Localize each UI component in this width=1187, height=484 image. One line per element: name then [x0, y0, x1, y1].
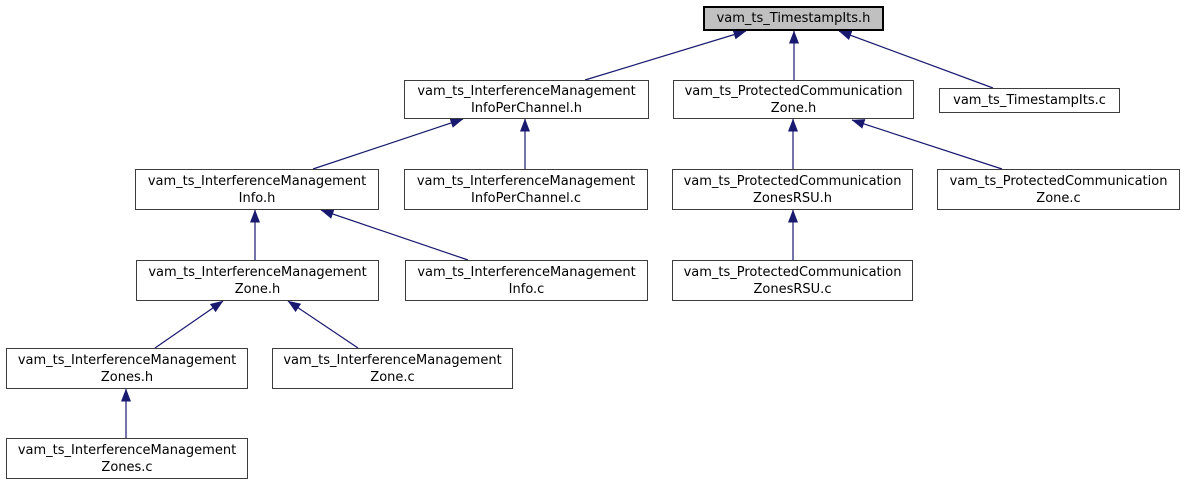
graph-node-label: Zone.c: [1036, 190, 1081, 206]
graph-node-label: vam_ts_TimestampIts.c: [953, 93, 1106, 108]
include-edge-vam_ts_ProtectedCommunicationZone_c--vam_ts_ProtectedCommunicationZone_h: [851, 119, 1003, 170]
graph-node-vam_ts_TimestampIts_h[interactable]: vam_ts_TimestampIts.h: [703, 6, 884, 31]
graph-node-label: Zones.h: [100, 369, 154, 385]
graph-node-label: InfoPerChannel.h: [470, 100, 583, 116]
graph-node-label: vam_ts_TimestampIts.h: [716, 11, 871, 26]
graph-node-label: Zones.c: [101, 459, 153, 475]
graph-node-label: ZonesRSU.h: [752, 190, 833, 206]
graph-node-label: vam_ts_ProtectedCommunication: [949, 173, 1168, 189]
include-edge-vam_ts_InterferenceManagementInfoPerChannel_h--vam_ts_TimestampIts_h: [584, 29, 747, 81]
graph-node-label: Zone.h: [770, 100, 817, 116]
include-edge-vam_ts_InterferenceManagementInfo_h--vam_ts_InterferenceManagementInfoPerChannel_h: [312, 118, 464, 170]
graph-node-label: vam_ts_InterferenceManagement: [17, 352, 237, 368]
graph-node-label: Info.h: [238, 190, 276, 206]
graph-node-label: vam_ts_InterferenceManagement: [417, 264, 636, 280]
graph-node-label: vam_ts_InterferenceManagement: [417, 83, 636, 99]
graph-node-label: InfoPerChannel.c: [471, 190, 581, 206]
graph-node-label: vam_ts_ProtectedCommunication: [683, 264, 902, 280]
graph-node-label: vam_ts_InterferenceManagement: [147, 173, 367, 189]
graph-node-label: vam_ts_ProtectedCommunication: [684, 83, 903, 99]
graph-node-label: vam_ts_InterferenceManagement: [17, 442, 237, 458]
include-edge-vam_ts_InterferenceManagementInfo_c--vam_ts_InterferenceManagementInfo_h: [320, 209, 469, 261]
graph-node-label: ZonesRSU.c: [753, 281, 832, 297]
graph-node-label: Info.c: [508, 281, 545, 297]
graph-node-vam_ts_TimestampIts_c[interactable]: vam_ts_TimestampIts.c: [939, 88, 1120, 113]
graph-node-label: Zone.h: [234, 281, 281, 297]
graph-node-label: vam_ts_InterferenceManagement: [416, 173, 636, 189]
graph-node-label: vam_ts_InterferenceManagement: [283, 352, 502, 368]
graph-node-label: Zone.c: [370, 369, 415, 385]
graph-node-label: vam_ts_InterferenceManagement: [148, 264, 367, 280]
include-edge-vam_ts_InterferenceManagementZone_c--vam_ts_InterferenceManagementZone_h: [287, 300, 359, 349]
include-edge-vam_ts_InterferenceManagementZones_h--vam_ts_InterferenceManagementZone_h: [154, 300, 224, 349]
graph-node-label: vam_ts_ProtectedCommunication: [683, 173, 902, 189]
include-edge-vam_ts_TimestampIts_c--vam_ts_TimestampIts_h: [838, 30, 994, 89]
